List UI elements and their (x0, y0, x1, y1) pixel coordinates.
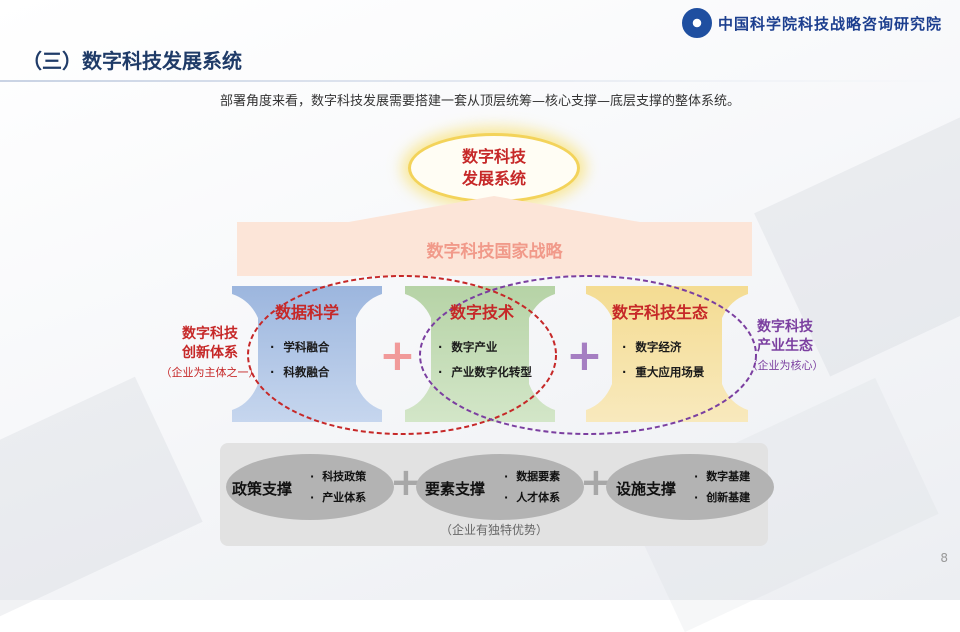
industry-ecosystem-label: 数字科技 产业生态 （企业为核心） (730, 318, 840, 375)
innovation-system-label: 数字科技 创新体系 （企业为主体之一） (136, 325, 284, 382)
list-item: 科教融合 (270, 360, 329, 385)
system-top-oval: 数字科技 发展系统 (408, 133, 580, 203)
pillar-list-data-science: 学科融合 科教融合 (270, 335, 329, 385)
innovation-system-note: （企业为主体之一） (160, 366, 260, 379)
page-title: （三）数字科技发展系统 (22, 49, 242, 73)
list-item: 产业体系 (310, 487, 366, 508)
system-top-line1: 数字科技 (461, 147, 526, 166)
list-item: 数字经济 (622, 335, 704, 360)
intro-text: 部署角度来看，数字科技发展需要搭建一套从顶层统筹—核心支撑—底层支撑的整体系统。 (219, 94, 740, 109)
cas-emblem-icon (681, 8, 712, 38)
pillar-title-digital-tech: 数字技术 (450, 303, 515, 322)
plus-icon: + (379, 330, 416, 381)
support-list-policy: 科技政策 产业体系 (310, 466, 366, 508)
support-list-infrastructure: 数字基建 创新基建 (694, 466, 750, 508)
support-base-note: （企业有独特优势） (439, 523, 548, 537)
pillar-list-digital-tech: 数字产业 产业数字化转型 (438, 335, 532, 385)
page-number: 8 (940, 551, 948, 565)
pillar-list-ecosystem: 数字经济 重大应用场景 (622, 335, 704, 385)
pillar-title-data-science: 数据科学 (275, 303, 340, 322)
support-title-factor: 要素支撑 (425, 480, 486, 498)
innovation-system-ellipse (247, 275, 557, 435)
list-item: 人才体系 (504, 487, 560, 508)
institution-name: 中国科学院科技战略咨询研究院 (717, 14, 942, 33)
national-strategy-band: 数字科技国家战略 (237, 222, 752, 276)
list-item: 产业数字化转型 (438, 360, 532, 385)
support-title-policy: 政策支撑 (232, 480, 293, 498)
list-item: 学科融合 (270, 335, 329, 360)
support-title-infrastructure: 设施支撑 (616, 480, 677, 498)
innovation-system-line2: 创新体系 (182, 345, 238, 361)
list-item: 创新基建 (694, 487, 750, 508)
innovation-system-line1: 数字科技 (182, 326, 238, 342)
institution-logo: 中国科学院科技战略咨询研究院 (681, 8, 942, 38)
plus-icon: + (566, 330, 603, 381)
pillar-title-ecosystem: 数字科技生态 (612, 303, 709, 322)
industry-ecosystem-line2: 产业生态 (757, 338, 813, 354)
list-item: 数字产业 (438, 335, 532, 360)
title-divider (0, 80, 960, 82)
system-top-line2: 发展系统 (461, 169, 526, 188)
industry-ecosystem-line1: 数字科技 (757, 319, 813, 335)
list-item: 重大应用场景 (622, 360, 704, 385)
list-item: 数据要素 (504, 466, 560, 487)
list-item: 数字基建 (694, 466, 750, 487)
support-list-factor: 数据要素 人才体系 (504, 466, 560, 508)
list-item: 科技政策 (310, 466, 366, 487)
industry-ecosystem-ellipse (419, 275, 757, 435)
industry-ecosystem-note: （企业为核心） (746, 359, 824, 372)
